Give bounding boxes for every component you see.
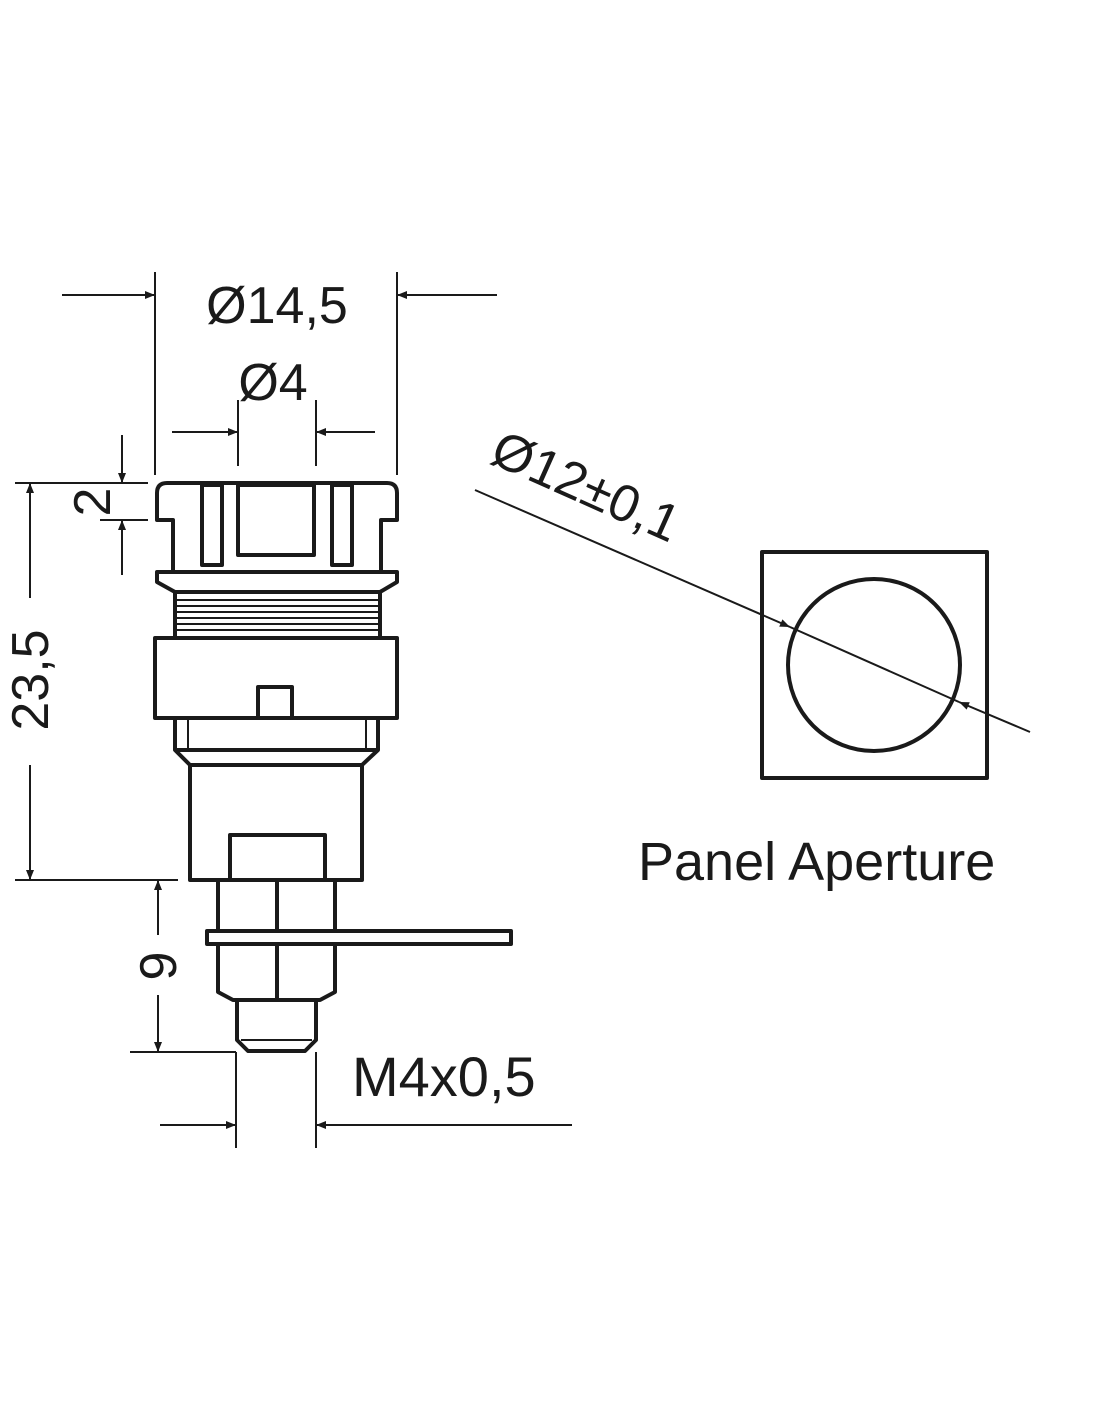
- panel-aperture: [760, 550, 989, 780]
- flange: [155, 570, 399, 594]
- body-block: [153, 636, 399, 720]
- dimension-lines: [15, 272, 1031, 1148]
- aperture-diameter-label: Ø12±0,1: [483, 420, 689, 554]
- lower-body: [188, 763, 364, 882]
- nut: [216, 878, 337, 1002]
- body-collar: [173, 716, 380, 767]
- body-height-label: 23,5: [2, 629, 60, 730]
- solder-tab: [205, 929, 513, 946]
- head-height-label: 2: [64, 488, 122, 517]
- outer-diameter-label: Ø14,5: [206, 277, 348, 335]
- connector-head: [155, 481, 399, 574]
- aperture-circle: [786, 577, 962, 753]
- socket-diameter-label: Ø4: [238, 354, 307, 412]
- head-slot-left: [200, 483, 224, 567]
- stud-length-label: 9: [130, 952, 188, 981]
- thread-section: [173, 590, 382, 640]
- thread-label: M4x0,5: [352, 1045, 536, 1108]
- threaded-stud: [235, 998, 318, 1053]
- lower-body-inset: [228, 833, 327, 882]
- panel-square: [760, 550, 989, 780]
- panel-aperture-label: Panel Aperture: [638, 832, 995, 892]
- connector-side-view: [153, 481, 513, 1053]
- head-slot-right: [330, 483, 354, 567]
- socket-window: [236, 483, 316, 557]
